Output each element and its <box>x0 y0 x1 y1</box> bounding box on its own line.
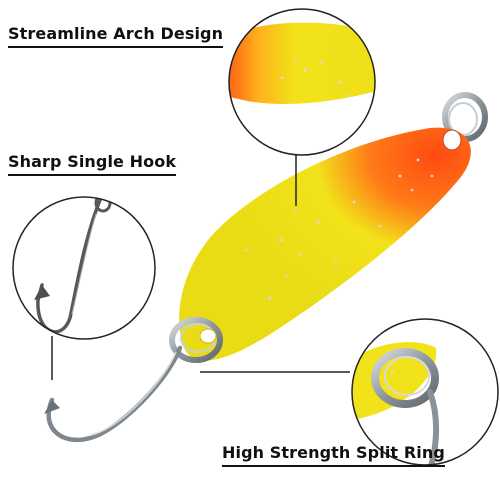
leader-lines <box>51 155 350 380</box>
spoon-body <box>179 127 471 361</box>
main-hook <box>46 345 183 443</box>
arch-zoom-circle <box>228 8 376 156</box>
callout-hook-text: Sharp Single Hook <box>8 152 177 171</box>
callout-ring-text: High Strength Split Ring <box>222 443 445 462</box>
callout-single-hook: Sharp Single Hook <box>8 152 177 176</box>
bottom-split-ring <box>169 317 223 363</box>
callout-split-ring: High Strength Split Ring <box>222 445 445 467</box>
callout-hook-underline <box>8 174 177 176</box>
callout-arch-design: Streamline Arch Design <box>8 24 224 48</box>
callout-ring-underline <box>222 465 445 467</box>
glitter-specks <box>244 158 434 300</box>
callout-arch-underline <box>8 46 224 48</box>
callout-arch-text: Streamline Arch Design <box>8 24 224 43</box>
ring-zoom-circle <box>351 318 499 466</box>
hook-zoom-circle <box>12 196 156 340</box>
